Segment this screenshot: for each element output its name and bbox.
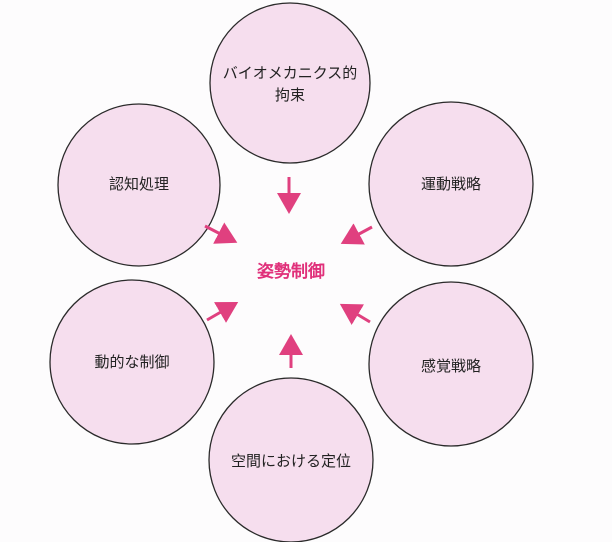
label-motor-strategy: 運動戦略 [420,175,482,193]
center-title: 姿勢制御 [257,262,325,282]
circle-cognitive [57,103,221,267]
label-dynamic-control: 動的な制御 [94,353,170,371]
label-line: バイオメカニクス的 [222,64,358,82]
label-sensory-strategy: 感覚戦略 [420,357,482,375]
circle-sensory-strategy [368,281,534,447]
circle-dynamic-control [49,279,215,445]
label-cognitive: 認知処理 [108,175,170,193]
circle-motor-strategy [368,101,534,267]
circle-spatial-orientation [208,377,374,542]
label-biomechanical: バイオメカニクス的 拘束 [223,62,358,106]
arrow-lower-right [339,303,371,326]
label-spatial-orientation: 空間における定位 [230,452,352,470]
label-line: 拘束 [274,86,305,104]
arrow-lower-left [206,302,239,323]
arrow-upper-right [340,223,373,245]
circle-biomechanical [209,2,371,164]
arrow-upper-left [204,222,238,244]
